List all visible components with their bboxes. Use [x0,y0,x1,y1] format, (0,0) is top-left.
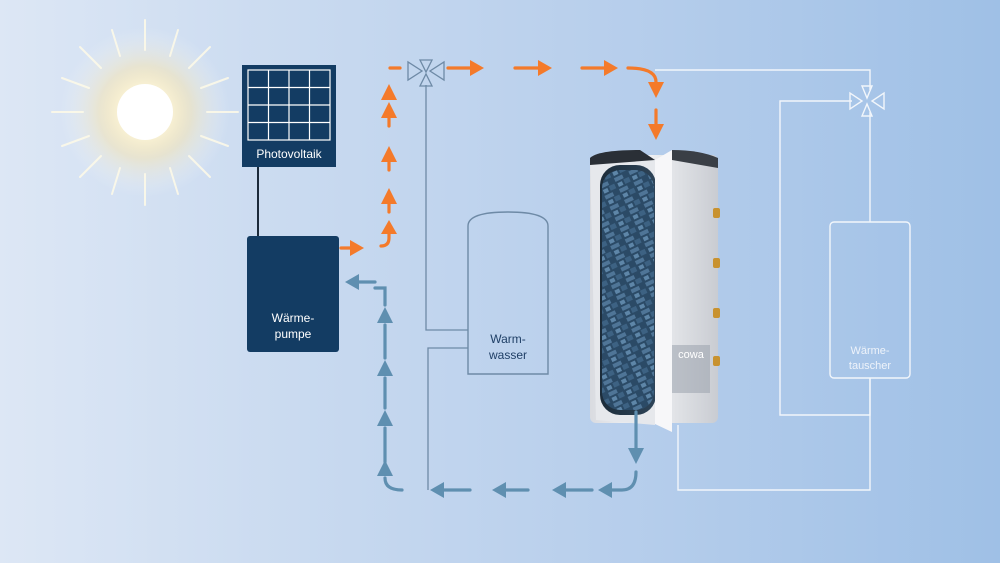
heat-pump-box: Wärme- pumpe [247,236,339,352]
photovoltaik-label: Photovoltaik [256,147,322,161]
cold-flow [373,286,638,492]
heat-exchanger-label-1: Wärme- [850,345,889,357]
warm-water-tank: Warm- wasser [467,211,549,375]
heat-pump-label-2: pumpe [275,327,312,341]
hot-arrowheads [350,60,664,256]
heat-exchanger-circuit [655,69,871,491]
hot-flow [339,66,658,250]
valve-icon-right [849,85,885,117]
storage-tank: cowa [590,150,720,432]
valve-icon-top [407,59,445,87]
heat-exchanger-label-2: tauscher [849,360,892,372]
cold-arrowheads [345,274,644,498]
photovoltaik-panel: Photovoltaik [242,65,336,167]
warm-water-label-2: wasser [488,348,527,362]
heat-exchanger-box [829,221,911,379]
heat-pump-label-1: Wärme- [272,311,315,325]
tank-brand-logo: cowa [678,349,705,361]
sun-icon [51,19,239,206]
pipes [425,85,468,490]
warm-water-label-1: Warm- [490,332,526,346]
